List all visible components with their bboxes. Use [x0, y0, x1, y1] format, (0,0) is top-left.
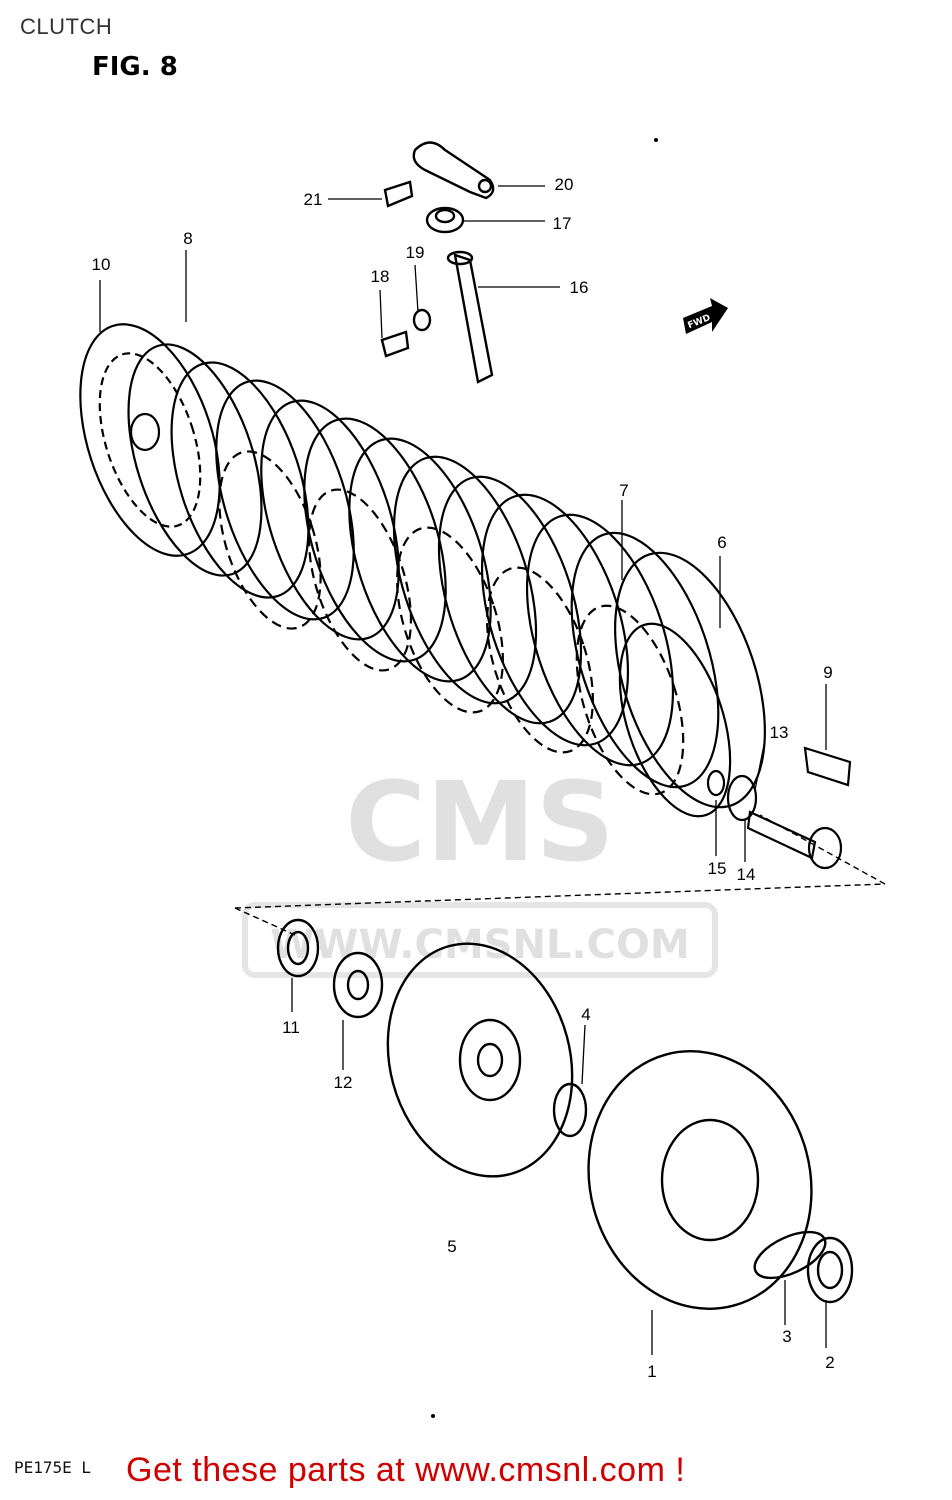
callout-16: 16: [570, 278, 589, 297]
callout-4: 4: [581, 1005, 590, 1024]
clutch-plate-stack: [79, 323, 766, 818]
leader-lines: [99, 185, 827, 1355]
callout-6: 6: [717, 533, 726, 552]
callout-15: 15: [708, 859, 727, 878]
release-arm-assembly: [380, 141, 495, 384]
callout-17: 17: [553, 214, 572, 233]
callout-labels: 1 2 3 4 5 6 7 8 9 10 11 12 13 14 15 16 1…: [92, 175, 835, 1381]
figure-title: FIG. 8: [92, 52, 178, 82]
scan-dots: [431, 138, 658, 1418]
callout-13: 13: [770, 723, 789, 742]
callout-10: 10: [92, 255, 111, 274]
callout-5: 5: [447, 1237, 456, 1256]
guide-lines: [234, 814, 886, 936]
callout-3: 3: [782, 1327, 791, 1346]
cmsnl-parts-link[interactable]: Get these parts at www.cmsnl.com !: [126, 1451, 686, 1489]
fwd-arrow-icon: FWD: [683, 298, 728, 334]
callout-7: 7: [619, 481, 628, 500]
callout-11: 11: [282, 1018, 300, 1037]
drawing-code: PE175E L: [14, 1458, 92, 1477]
callout-12: 12: [334, 1073, 353, 1092]
callout-20: 20: [555, 175, 574, 194]
clutch-lower-parts: [276, 918, 854, 1310]
callout-1: 1: [647, 1362, 656, 1381]
callout-8: 8: [183, 229, 192, 248]
watermark: CMS WWW.CMSNL.COM: [242, 758, 718, 978]
page-title: CLUTCH: [20, 14, 113, 39]
callout-9: 9: [823, 663, 832, 682]
watermark-logo-text: CMS: [345, 758, 614, 886]
pushrod-parts: [706, 746, 852, 870]
callout-18: 18: [371, 267, 390, 286]
callout-21: 21: [304, 190, 323, 209]
callout-2: 2: [825, 1353, 834, 1372]
callout-19: 19: [406, 243, 425, 262]
callout-14: 14: [737, 865, 756, 884]
